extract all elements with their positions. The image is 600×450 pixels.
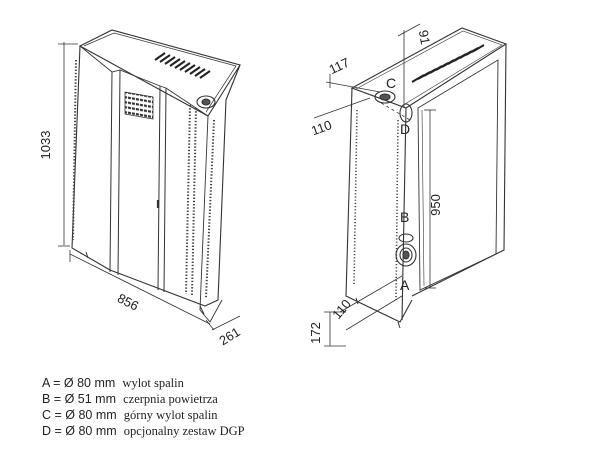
dim-950: 950 xyxy=(428,194,443,216)
side-view-perforations xyxy=(353,109,399,301)
side-view xyxy=(345,27,508,329)
legend-row-d: D = Ø 80 mm opcjonalny zestaw DGP xyxy=(42,423,245,439)
legend-row-c: C = Ø 80 mm górny wylot spalin xyxy=(42,407,245,423)
top-vent-grille xyxy=(154,52,211,79)
callout-c: C xyxy=(386,75,396,91)
dim-91: 91 xyxy=(416,29,433,46)
dim-depth: 261 xyxy=(216,324,242,348)
legend-code: B = Ø 51 mm xyxy=(42,392,116,406)
legend-text: czerpnia powietrza xyxy=(123,392,218,406)
front-dimension-lines xyxy=(58,42,241,331)
side-perforations xyxy=(72,59,215,299)
front-flue-outlet xyxy=(196,95,216,109)
dim-height: 1033 xyxy=(38,131,53,160)
front-body-outline xyxy=(71,45,241,307)
dim-110-top: 110 xyxy=(309,117,334,138)
dim-172: 172 xyxy=(308,322,323,344)
dim-110-bottom: 110 xyxy=(329,296,354,322)
legend-text: górny wylot spalin xyxy=(123,408,218,422)
air-intake-b xyxy=(398,233,414,243)
dim-117: 117 xyxy=(327,55,352,77)
dim-width: 856 xyxy=(115,290,141,313)
legend-row-a: A = Ø 80 mm wylot spalin xyxy=(42,375,245,391)
side-dimension-lines xyxy=(313,23,436,347)
legend-code: D = Ø 80 mm xyxy=(42,424,117,438)
flue-outlet-a xyxy=(395,243,417,267)
optional-outlet-d xyxy=(399,103,413,123)
legend-text: wylot spalin xyxy=(122,376,184,390)
legend-code: A = Ø 80 mm xyxy=(42,376,116,390)
side-body-outline xyxy=(345,87,413,323)
front-vent-panel xyxy=(124,91,154,120)
side-top-vent-grille xyxy=(411,44,485,83)
flue-outlet-c xyxy=(374,90,396,104)
callout-b: B xyxy=(400,209,409,225)
legend-row-b: B = Ø 51 mm czerpnia powietrza xyxy=(42,391,245,407)
callout-d: D xyxy=(400,121,410,137)
connection-legend: A = Ø 80 mm wylot spalin B = Ø 51 mm cze… xyxy=(42,375,245,439)
callout-a: A xyxy=(400,277,410,293)
legend-text: opcjonalny zestaw DGP xyxy=(123,424,245,438)
front-view xyxy=(71,29,241,323)
legend-code: C = Ø 80 mm xyxy=(42,408,117,422)
rear-panel xyxy=(417,59,499,291)
